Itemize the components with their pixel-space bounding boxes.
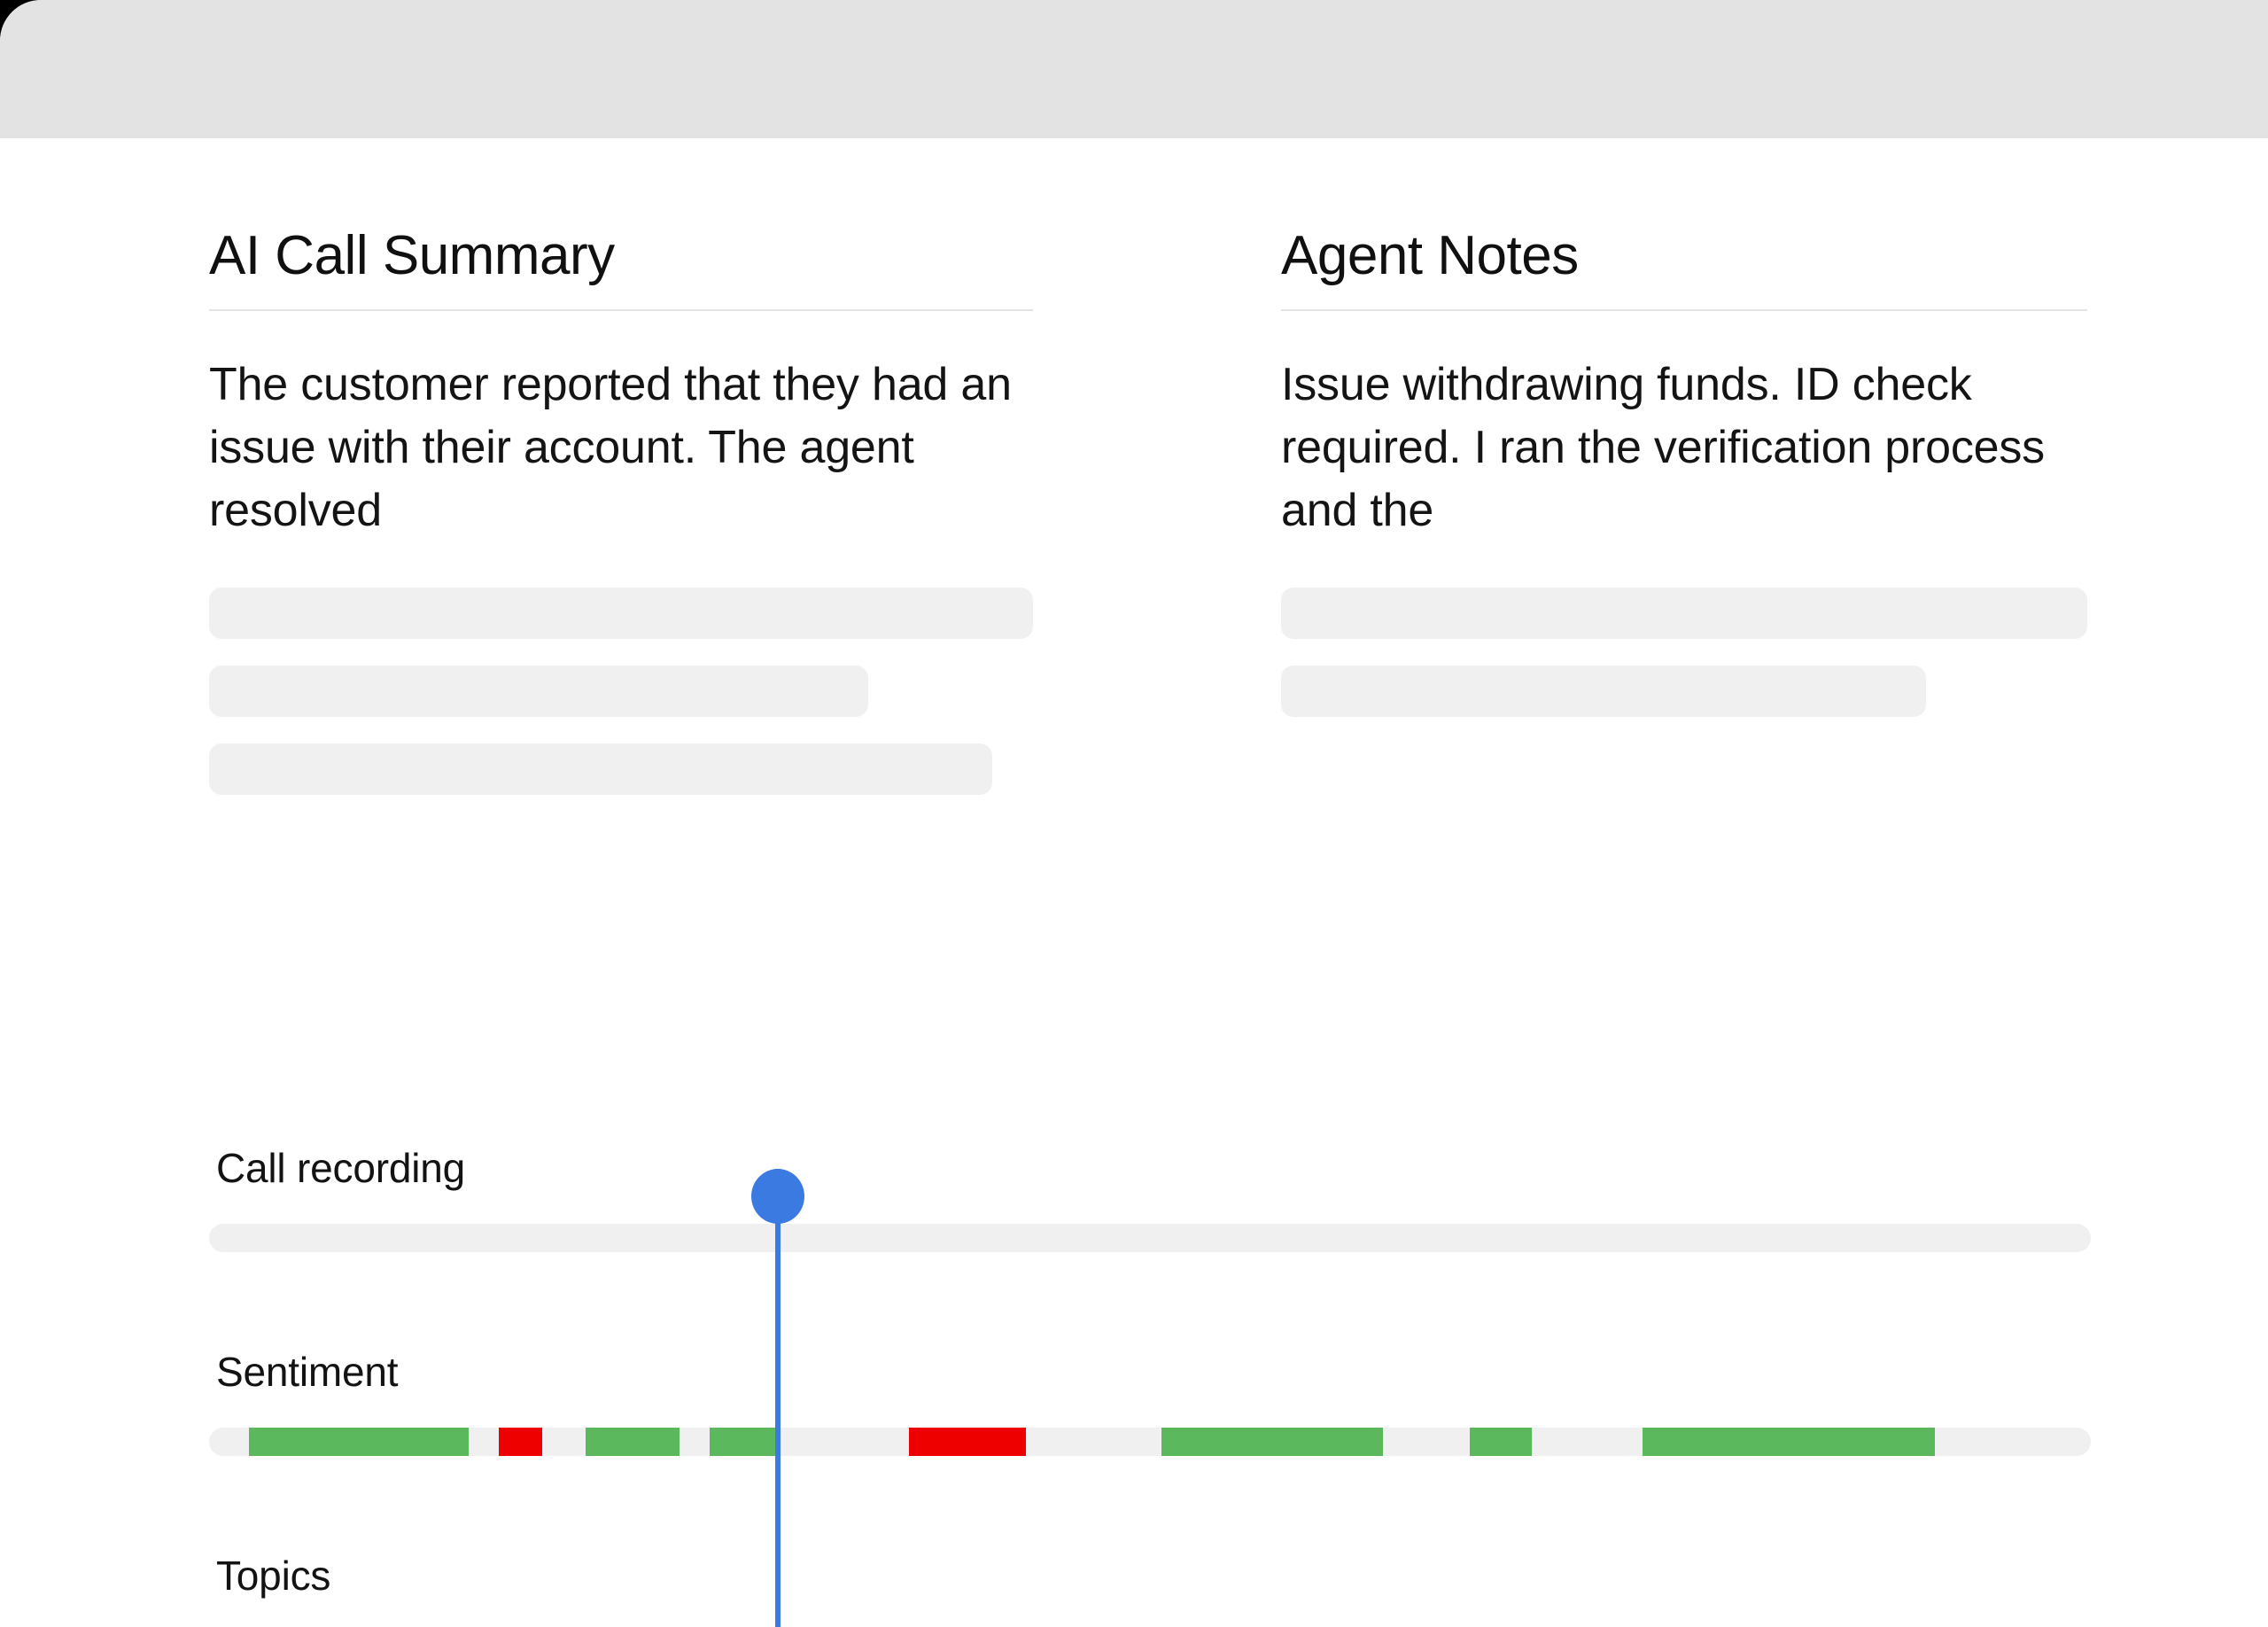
agent-notes-body: Issue withdrawing funds. ID check requir… bbox=[1281, 359, 2045, 536]
window-titlebar bbox=[0, 0, 2268, 138]
skeleton-line bbox=[209, 743, 992, 796]
track-sentiment: Sentiment bbox=[209, 1348, 2091, 1456]
main-content: AI Call Summary The customer reported th… bbox=[0, 138, 2268, 1627]
timeline-segment bbox=[585, 1428, 680, 1456]
timeline-segment bbox=[248, 1428, 470, 1456]
agent-notes-skeletons bbox=[1281, 588, 2087, 718]
skeleton-line bbox=[209, 666, 868, 718]
timeline-segment bbox=[1470, 1428, 1533, 1456]
skeleton-line bbox=[1281, 588, 2087, 640]
agent-notes-panel: Agent Notes Issue withdrawing funds. ID … bbox=[1281, 227, 2087, 743]
track-label: Topics bbox=[216, 1553, 331, 1599]
ai-call-summary-panel: AI Call Summary The customer reported th… bbox=[209, 227, 1033, 821]
ai-call-summary-divider bbox=[209, 309, 1033, 312]
timeline-segment bbox=[1161, 1428, 1384, 1456]
track-call-recording: Call recording bbox=[209, 1144, 2091, 1252]
call-recording-track-bar[interactable] bbox=[209, 1224, 2091, 1252]
agent-notes-title: Agent Notes bbox=[1281, 225, 1579, 286]
ai-call-summary-title: AI Call Summary bbox=[209, 225, 615, 286]
ai-call-summary-skeletons bbox=[209, 588, 1033, 796]
sentiment-track-bar[interactable] bbox=[209, 1428, 2091, 1456]
track-label: Call recording bbox=[216, 1145, 465, 1191]
playhead-handle[interactable] bbox=[751, 1169, 804, 1224]
ai-call-summary-body: The customer reported that they had an i… bbox=[209, 359, 1012, 536]
timeline-segment bbox=[1643, 1428, 1935, 1456]
skeleton-line bbox=[209, 588, 1033, 640]
timeline-segment bbox=[499, 1428, 542, 1456]
track-topics: Topics bbox=[209, 1552, 2091, 1627]
track-label: Sentiment bbox=[216, 1349, 399, 1395]
timeline-segment bbox=[709, 1428, 776, 1456]
timeline-segment bbox=[909, 1428, 1026, 1456]
agent-notes-divider bbox=[1281, 309, 2087, 312]
skeleton-line bbox=[1281, 666, 1926, 718]
